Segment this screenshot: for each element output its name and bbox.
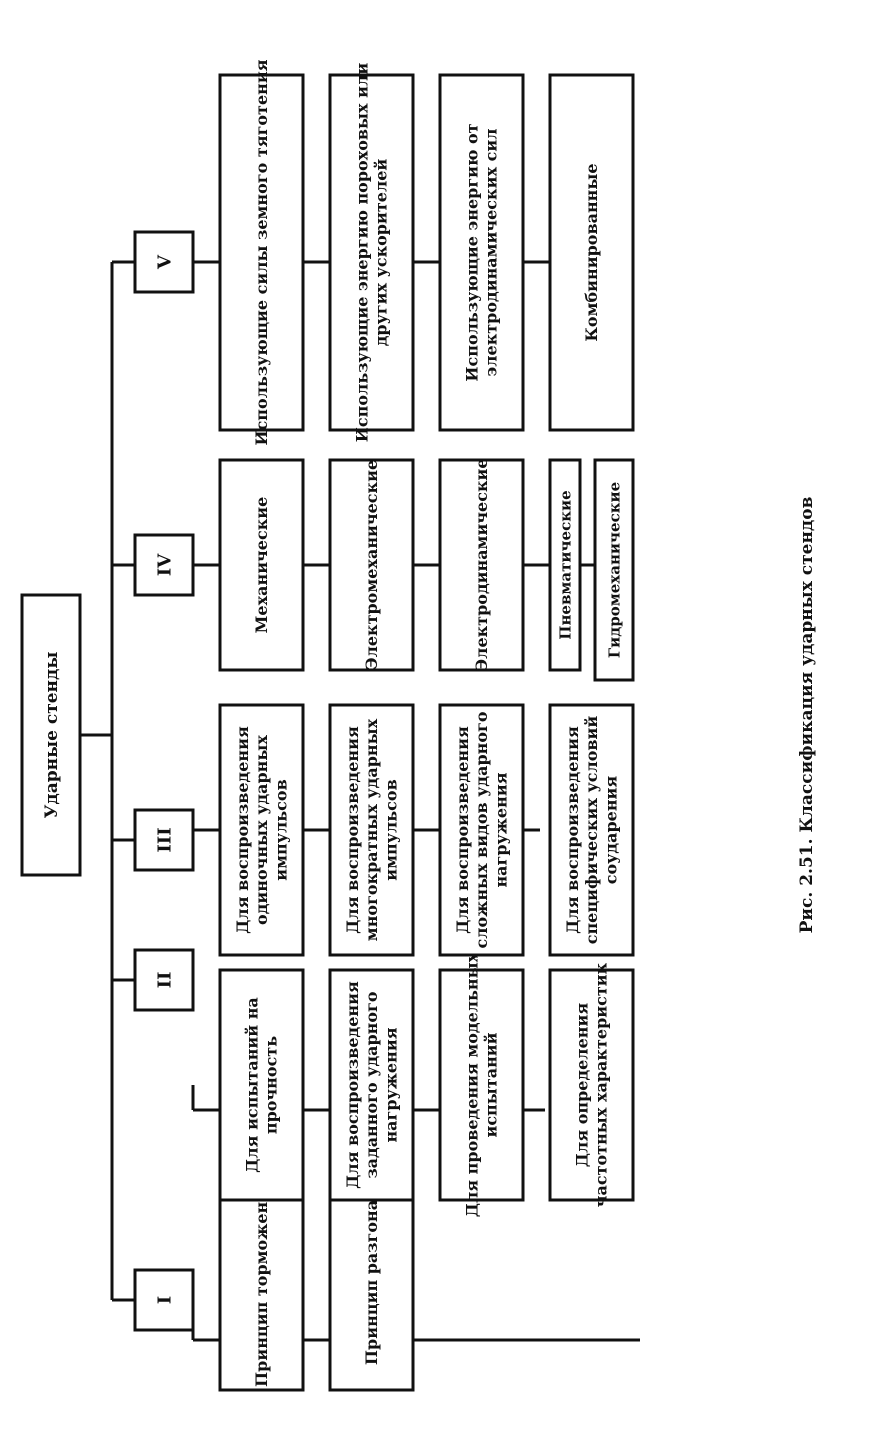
group-5-item-2-label: Использующие энергию пороховых илидругих… xyxy=(353,63,391,443)
group-3-number-frame xyxy=(133,808,195,872)
group-2-item-2-frame xyxy=(328,968,415,1202)
group-2-item-3-label: Для проведения модельныхиспытаний xyxy=(463,952,501,1217)
group-2-item-3: Для проведения модельныхиспытаний xyxy=(438,952,525,1217)
group-4-item-4-label: Пневматические xyxy=(556,490,574,639)
group-5-item-4-frame xyxy=(548,73,635,432)
group-5-item-1-label: Использующие силы земного тяготения xyxy=(252,59,271,445)
group-3-item-4-label: Для воспроизведенияспецифических условий… xyxy=(563,716,620,945)
group-4-item-1: Механические xyxy=(218,458,305,672)
group-4-item-3-label: Электродинамические xyxy=(472,458,491,671)
group-4-item-2-frame xyxy=(328,458,415,672)
group-1-number-frame xyxy=(133,1268,195,1332)
root-node: Ударные стенды xyxy=(20,593,82,877)
group-5-item-3-label: Использующие энергию отэлектродинамическ… xyxy=(463,123,501,381)
group-1-item-2: Принцип разгона xyxy=(328,1173,415,1392)
group-5-item-1-frame xyxy=(218,73,305,432)
group-4-number: IV xyxy=(133,533,195,597)
group-5-number-label: V xyxy=(154,254,175,270)
group-2-item-4: Для определениячастотных характеристик xyxy=(548,962,635,1207)
group-3-item-3: Для воспроизведениясложных видов ударног… xyxy=(438,703,525,957)
group-5-item-1: Использующие силы земного тяготения xyxy=(218,59,305,446)
group-3-item-1-label: Для воспроизведенияодиночных ударныхимпу… xyxy=(233,726,290,934)
group-4-item-3-frame xyxy=(438,458,525,672)
root-node-label: Ударные стенды xyxy=(42,652,62,819)
diagram-caption: Рис. 2.51. Классификация ударных стендов xyxy=(797,496,817,933)
group-3-item-1: Для воспроизведенияодиночных ударныхимпу… xyxy=(218,703,305,957)
group-2-item-4-frame xyxy=(548,968,635,1202)
group-3-item-3-frame xyxy=(438,703,525,957)
root-node-frame xyxy=(20,593,82,877)
group-5-item-3-frame xyxy=(438,73,525,432)
group-4-item-3: Электродинамические xyxy=(438,458,525,672)
group-3-item-3-label: Для воспроизведениясложных видов ударног… xyxy=(453,711,510,948)
group-3-number: III xyxy=(133,808,195,872)
group-4-item-4-frame xyxy=(548,458,582,672)
group-3-item-2-label: Для воспроизведениямногократных ударныхи… xyxy=(343,718,400,941)
group-4-item-5: Гидромеханические xyxy=(593,458,635,682)
group-4-number-frame xyxy=(133,533,195,597)
group-5-number-frame xyxy=(133,230,195,294)
group-1-item-1: Принцип торможения xyxy=(218,1173,305,1392)
group-5-item-2: Использующие энергию пороховых илидругих… xyxy=(328,63,415,443)
group-4-item-1-frame xyxy=(218,458,305,672)
group-2-item-1-frame xyxy=(218,968,305,1202)
group-2-item-2: Для воспроизведениязаданного ударногонаг… xyxy=(328,968,415,1202)
group-4-item-1-label: Механические xyxy=(252,497,271,634)
group-4-item-2-label: Электромеханические xyxy=(362,460,381,670)
group-3-number-label: III xyxy=(154,827,175,852)
group-2-item-1-label: Для испытаний напрочность xyxy=(243,997,281,1173)
group-2-number-label: II xyxy=(154,972,175,989)
group-4-item-2: Электромеханические xyxy=(328,458,415,672)
group-3-item-2-frame xyxy=(328,703,415,957)
group-2-item-2-label: Для воспроизведениязаданного ударногонаг… xyxy=(343,981,400,1189)
group-4-item-5-frame xyxy=(593,458,635,682)
group-2-item-1: Для испытаний напрочность xyxy=(218,968,305,1202)
group-5-number: V xyxy=(133,230,195,294)
group-3-item-1-frame xyxy=(218,703,305,957)
group-1-number-label: I xyxy=(154,1296,175,1304)
group-2-item-4-label: Для определениячастотных характеристик xyxy=(573,962,611,1207)
group-4-item-5-label: Гидромеханические xyxy=(605,482,623,658)
group-3-item-4-frame xyxy=(548,703,635,957)
group-1-item-1-label: Принцип торможения xyxy=(252,1178,271,1387)
group-5-item-4-label: Комбинированные xyxy=(582,163,601,341)
group-1-item-2-label: Принцип разгона xyxy=(362,1200,381,1365)
group-2-number: II xyxy=(133,948,195,1012)
group-3-item-4: Для воспроизведенияспецифических условий… xyxy=(548,703,635,957)
group-3-item-2: Для воспроизведениямногократных ударныхи… xyxy=(328,703,415,957)
group-4-item-4: Пневматические xyxy=(548,458,582,672)
group-2-item-3-frame xyxy=(438,968,525,1202)
group-5-item-4: Комбинированные xyxy=(548,73,635,432)
group-5-item-3: Использующие энергию отэлектродинамическ… xyxy=(438,73,525,432)
group-5-item-2-frame xyxy=(328,73,415,432)
group-1-number: I xyxy=(133,1268,195,1332)
group-4-number-label: IV xyxy=(154,553,175,576)
group-2-number-frame xyxy=(133,948,195,1012)
